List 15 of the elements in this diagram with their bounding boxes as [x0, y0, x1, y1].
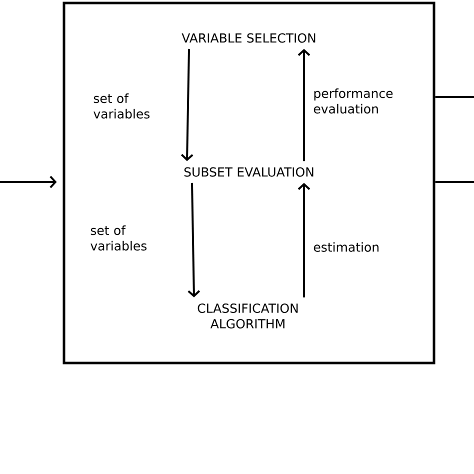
edge-label: performance evaluation — [314, 88, 393, 114]
arrow — [188, 182, 200, 298]
system-box — [62, 2, 436, 364]
edge-label: set of variables — [90, 225, 147, 251]
arrow — [298, 182, 310, 298]
process-label: VARIABLE SELECTION — [182, 33, 316, 43]
arrow — [298, 48, 310, 162]
edge-label: estimation — [314, 242, 378, 252]
output-line — [435, 96, 474, 98]
arrow — [180, 48, 194, 162]
input-arrow — [0, 176, 57, 188]
edge-label: set of variables — [94, 93, 150, 119]
process-label: CLASSIFICATION ALGORITHM — [198, 304, 298, 328]
process-label: SUBSET EVALUATION — [184, 167, 314, 177]
output-line — [435, 181, 474, 183]
